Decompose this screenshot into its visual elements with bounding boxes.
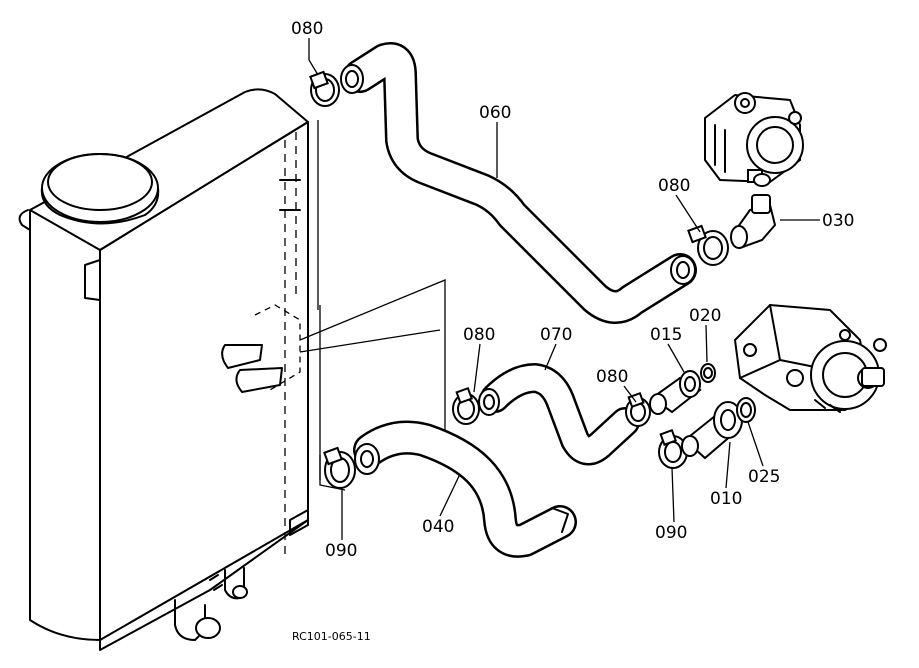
label-080-right: 080 — [658, 176, 690, 196]
label-090-left: 090 — [325, 541, 357, 561]
clamp-090-left — [323, 446, 356, 489]
drawing-code: RC101-065-11 — [292, 630, 371, 643]
label-030: 030 — [822, 211, 854, 231]
label-070: 070 — [540, 325, 572, 345]
pump-lower — [733, 303, 887, 413]
fitting-010 — [681, 401, 743, 460]
o-ring-025 — [736, 397, 756, 423]
radiator — [18, 88, 446, 651]
label-010: 010 — [710, 489, 742, 509]
label-080-mid: 080 — [463, 325, 495, 345]
label-080-center: 080 — [596, 367, 628, 387]
hose-040 — [353, 420, 577, 558]
label-040: 040 — [422, 517, 454, 537]
clamp-080-right — [687, 224, 729, 266]
clamp-080-top — [309, 70, 340, 107]
label-080-top: 080 — [291, 19, 323, 39]
hose-070 — [478, 363, 640, 466]
label-025: 025 — [748, 467, 780, 487]
clamp-080-center — [625, 391, 651, 427]
part-labels: 080 060 080 030 080 070 015 020 080 025 … — [291, 19, 854, 643]
hose-060 — [340, 42, 697, 324]
o-ring-020 — [700, 363, 716, 383]
pump-upper — [704, 92, 804, 187]
label-020: 020 — [689, 306, 721, 326]
clamp-080-mid — [452, 386, 480, 425]
label-015: 015 — [650, 325, 682, 345]
leader-lines — [308, 38, 820, 540]
label-090-right: 090 — [655, 523, 687, 543]
elbow-fitting-030 — [730, 194, 777, 250]
fitting-015 — [649, 370, 702, 415]
label-060: 060 — [479, 103, 511, 123]
